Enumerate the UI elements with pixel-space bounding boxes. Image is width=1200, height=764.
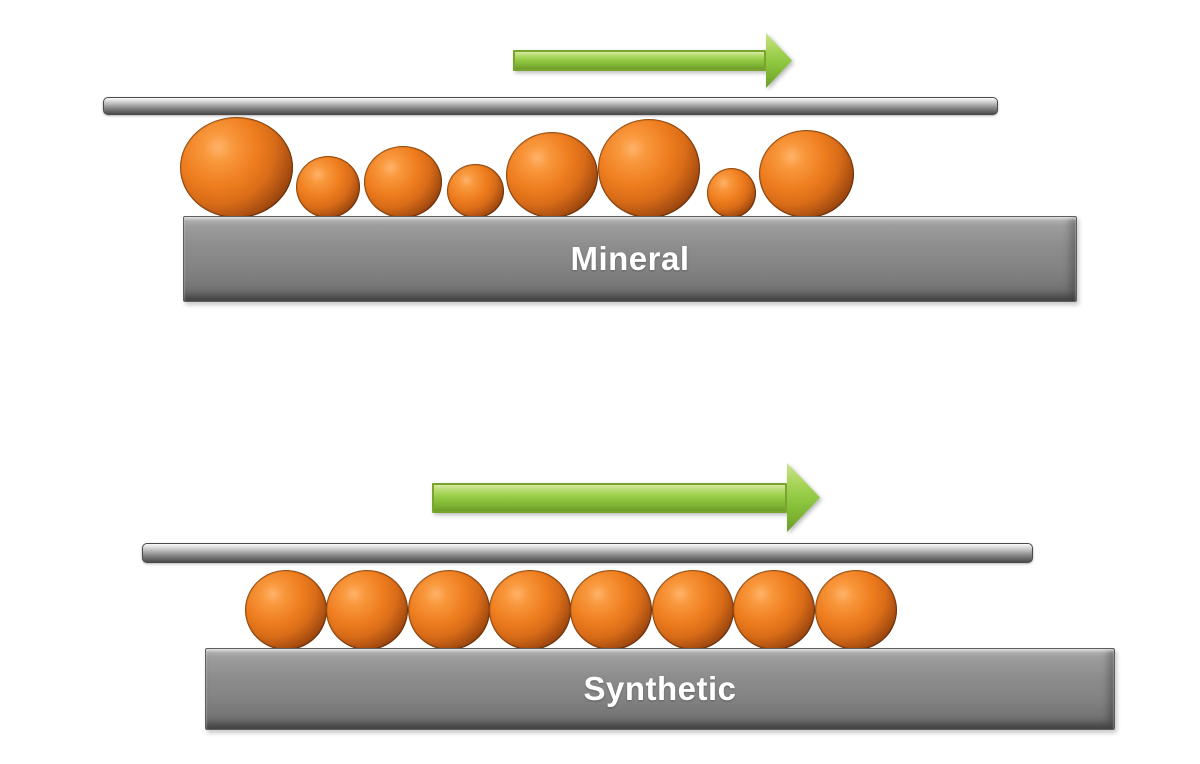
top-plate (142, 543, 1033, 563)
right-arrow-body (432, 482, 787, 513)
oil-molecule (815, 570, 897, 650)
oil-molecule (447, 164, 504, 218)
right-arrow-icon (513, 33, 792, 88)
oil-molecule (707, 168, 756, 218)
oil-molecule (408, 570, 490, 650)
oil-molecule (364, 146, 442, 218)
base-plate: Synthetic (205, 648, 1115, 730)
oil-molecule (489, 570, 571, 650)
oil-molecule (652, 570, 734, 650)
oil-molecule (245, 570, 327, 650)
oil-molecule (570, 570, 652, 650)
plate-label: Synthetic (583, 670, 737, 707)
oil-molecule (296, 156, 360, 218)
oil-molecule (506, 132, 598, 218)
oil-molecule (759, 130, 854, 218)
right-arrow-icon (432, 463, 820, 532)
oil-molecule (733, 570, 815, 650)
oil-molecule (180, 117, 293, 218)
right-arrow-body (513, 50, 766, 71)
base-plate: Mineral (183, 216, 1077, 302)
plate-label: Mineral (570, 240, 690, 277)
oil-molecule (598, 119, 700, 218)
top-plate (103, 97, 998, 115)
oil-molecule (326, 570, 408, 650)
